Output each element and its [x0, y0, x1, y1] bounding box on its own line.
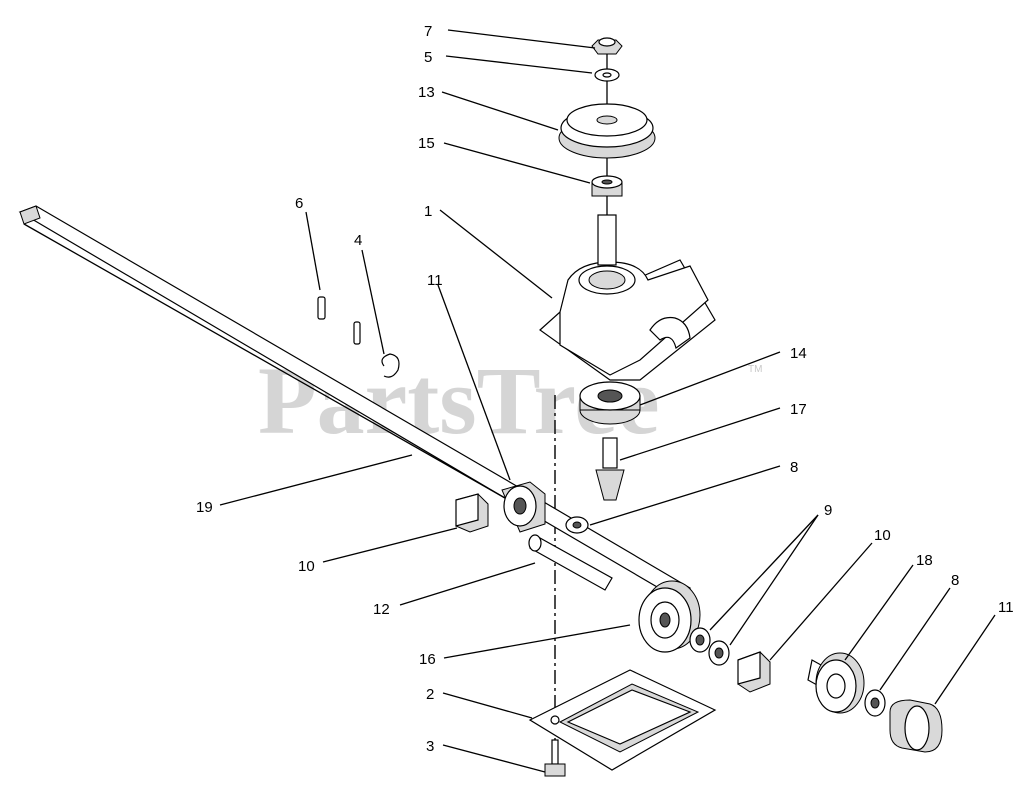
- callout-11-lower: 11: [998, 599, 1014, 616]
- gear-18: [807, 652, 865, 714]
- drive-shaft: [18, 205, 692, 599]
- nut-7: [591, 37, 623, 55]
- bushing-11-lower: [889, 699, 943, 753]
- bushing-10-right: [737, 651, 771, 693]
- cover-2: [528, 669, 717, 771]
- shaft-12: [528, 534, 613, 591]
- callout-18: 18: [916, 552, 933, 569]
- leader-lines: [219, 29, 996, 773]
- bolt-3: [544, 739, 566, 777]
- callout-1: 1: [424, 203, 432, 220]
- callout-19: 19: [196, 499, 213, 516]
- gear-case-1: [539, 214, 716, 381]
- bushing-11-upper: [501, 481, 546, 533]
- callout-5: 5: [424, 49, 432, 66]
- callout-8-upper: 8: [790, 459, 798, 476]
- callout-16: 16: [419, 651, 436, 668]
- callout-3: 3: [426, 738, 434, 755]
- pinion-17: [595, 437, 625, 501]
- callout-9: 9: [824, 502, 832, 519]
- bushing-10-left: [455, 493, 489, 533]
- callout-13: 13: [418, 84, 435, 101]
- callout-11-upper: 11: [427, 272, 443, 289]
- callout-labels: 7 5 13 15 1 6 4 11 14 17 8 19 9 10 10 18…: [196, 23, 1014, 755]
- callout-7: 7: [424, 23, 432, 40]
- callout-10-left: 10: [298, 558, 315, 575]
- callout-12: 12: [373, 601, 390, 618]
- callout-14: 14: [790, 345, 807, 362]
- callout-10-right: 10: [874, 527, 891, 544]
- callout-17: 17: [790, 401, 807, 418]
- callout-8-lower: 8: [951, 572, 959, 589]
- pin-6: [317, 296, 326, 320]
- callout-4: 4: [354, 232, 362, 249]
- spacer-15: [591, 175, 623, 197]
- clip-4: [381, 353, 400, 378]
- roll-pin: [353, 321, 361, 345]
- callout-2: 2: [426, 686, 434, 703]
- bearing-14: [579, 381, 641, 425]
- gear-16: [638, 580, 701, 653]
- callout-15: 15: [418, 135, 435, 152]
- watermark-tm: TM: [748, 364, 762, 375]
- pulley-13: [558, 103, 656, 159]
- callout-6: 6: [295, 195, 303, 212]
